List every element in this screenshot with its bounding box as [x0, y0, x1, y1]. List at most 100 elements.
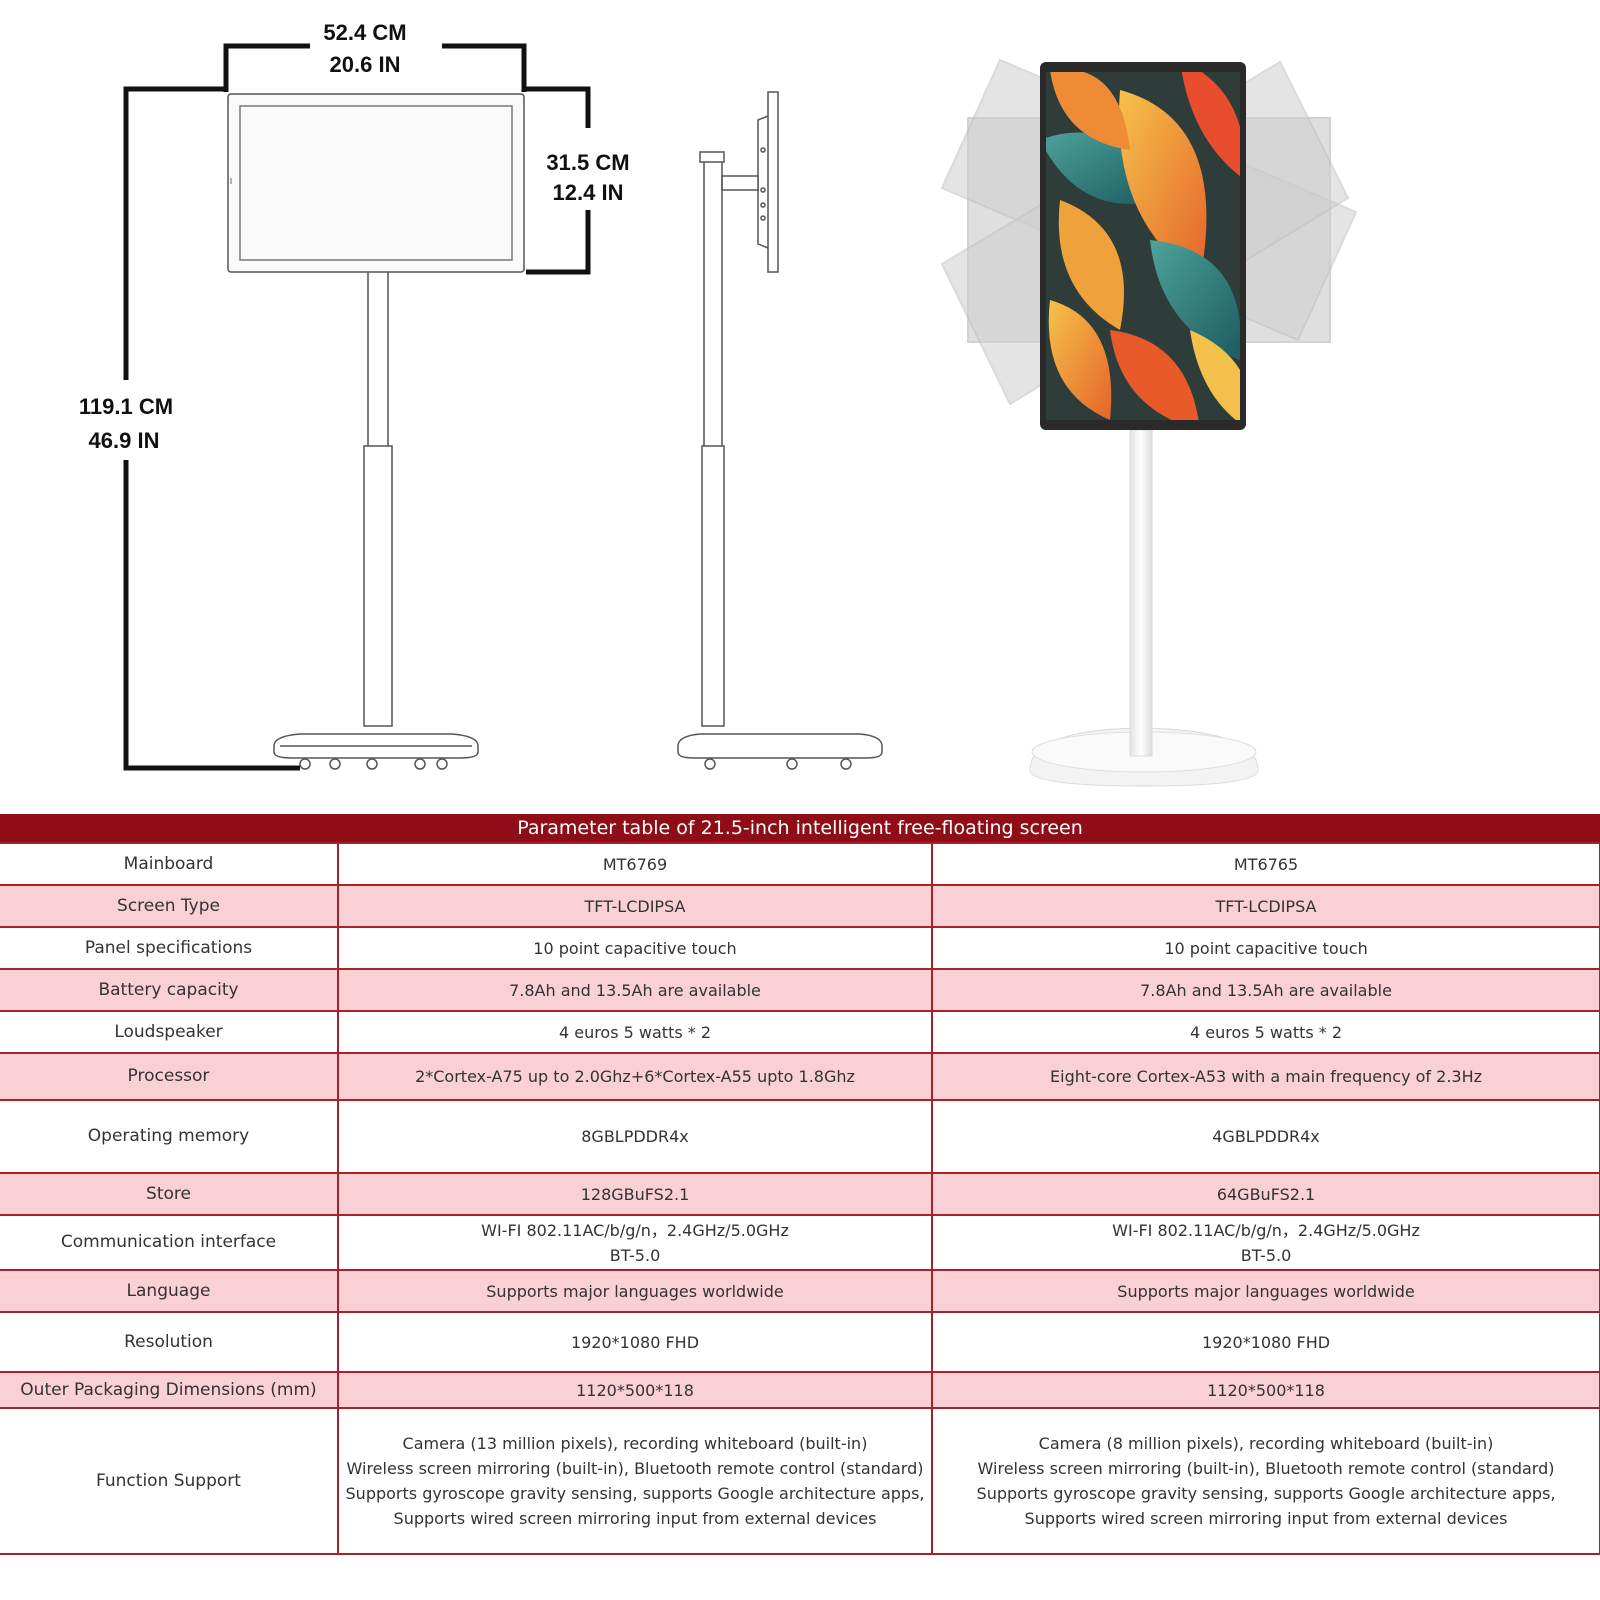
mt6769-value-cell: MT6769 [337, 842, 933, 886]
table-row: Screen Type TFT-LCDIPSA TFT-LCDIPSA [0, 884, 1600, 928]
row-label: Mainboard [0, 842, 339, 886]
cell-text-line: BT-5.0 [1240, 1245, 1292, 1265]
row-label: Screen Type [0, 884, 339, 928]
row-label: Store [0, 1172, 339, 1216]
mt6765-value-cell: Supports major languages worldwide [930, 1269, 1600, 1313]
row-label: Resolution [0, 1311, 339, 1373]
cell-text-line: TFT-LCDIPSA [1215, 896, 1317, 916]
mt6769-value-cell: 7.8Ah and 13.5Ah are available [337, 968, 933, 1012]
cell-text-line: Wireless screen mirroring (built-in), Bl… [346, 1459, 924, 1478]
mt6765-value-cell: 4 euros 5 watts * 2 [930, 1010, 1600, 1054]
cell-text-line: Supports major languages worldwide [1117, 1281, 1415, 1301]
mt6769-value-cell: 2*Cortex-A75 up to 2.0Ghz+6*Cortex-A55 u… [337, 1052, 933, 1101]
mt6769-value-cell: 128GBuFS2.1 [337, 1172, 933, 1216]
cell-text-line: Wireless screen mirroring (built-in), Bl… [977, 1459, 1555, 1478]
cell-text-line: MT6765 [1233, 854, 1299, 874]
mt6765-value-cell: 64GBuFS2.1 [930, 1172, 1600, 1216]
front-view-drawing [227, 93, 525, 770]
cell-text-line: Camera (8 million pixels), recording whi… [1038, 1434, 1494, 1453]
row-label: Language [0, 1269, 339, 1313]
mt6769-value-cell: 1920*1080 FHD [337, 1311, 933, 1373]
mt6769-value-cell: Camera (13 million pixels), recording wh… [337, 1407, 933, 1555]
mt6765-value-cell: 1920*1080 FHD [930, 1311, 1600, 1373]
mt6765-value-cell: Eight-core Cortex-A53 with a main freque… [930, 1052, 1600, 1101]
mt6769-value-cell: 4 euros 5 watts * 2 [337, 1010, 933, 1054]
mt6769-value-cell: TFT-LCDIPSA [337, 884, 933, 928]
table-row: Function Support Camera (13 million pixel… [0, 1407, 1600, 1555]
mt6769-value-cell: Supports major languages worldwide [337, 1269, 933, 1313]
cell-text-line: 1920*1080 FHD [1201, 1332, 1331, 1352]
cell-text-line: 8GBLPDDR4x [581, 1127, 689, 1146]
mt6769-value-cell: 1120*500*118 [337, 1371, 933, 1409]
table-row: Language Supports major languages worldwi… [0, 1269, 1600, 1313]
cell-text-line: Supports gyroscope gravity sensing, supp… [976, 1484, 1556, 1503]
cell-text-line: 10 point capacitive touch [1164, 938, 1368, 958]
table-title: Parameter table of 21.5-inch intelligent… [0, 814, 1600, 843]
cell-text-line: 64GBuFS2.1 [1216, 1184, 1316, 1204]
row-label: Loudspeaker [0, 1010, 339, 1054]
cell-text-line: 128GBuFS2.1 [580, 1184, 690, 1204]
cell-text-line: Supports wired screen mirroring input fr… [393, 1509, 877, 1528]
row-label: Panel specifications [0, 926, 339, 970]
total-height-in-label: 46.9 IN [89, 428, 160, 453]
dimension-lines [123, 43, 591, 771]
mt6765-value-cell: Camera (8 million pixels), recording whi… [930, 1407, 1600, 1555]
mt6769-value-cell: 8GBLPDDR4x [337, 1099, 933, 1174]
width-cm-label: 52.4 CM [323, 20, 406, 45]
cell-text-line: 7.8Ah and 13.5Ah are available [509, 980, 761, 1000]
row-label: Outer Packaging Dimensions (mm) [0, 1371, 339, 1409]
product-drawings: 52.4 CM 20.6 IN 31.5 CM 12.4 IN 119.1 CM… [79, 20, 1358, 787]
cell-text-line: Camera (13 million pixels), recording wh… [402, 1434, 868, 1453]
row-label: Operating memory [0, 1099, 339, 1174]
cell-text-line: Eight-core Cortex-A53 with a main freque… [1050, 1067, 1483, 1086]
screen-leaf-artwork [1046, 72, 1240, 420]
product-render [1029, 62, 1259, 787]
width-in-label: 20.6 IN [330, 52, 401, 77]
cell-text-line: Supports gyroscope gravity sensing, supp… [345, 1484, 925, 1503]
table-row: Store 128GBuFS2.1 64GBuFS2.1 [0, 1172, 1600, 1216]
cell-text-line: WI-FI 802.11AC/b/g/n，2.4GHz/5.0GHz [481, 1220, 789, 1240]
row-label: Battery capacity [0, 968, 339, 1012]
screen-height-cm-label: 31.5 CM [546, 150, 629, 175]
table-row: Battery capacity 7.8Ah and 13.5Ah are ava… [0, 968, 1600, 1012]
table-row: Loudspeaker 4 euros 5 watts * 2 4 euros 5 … [0, 1010, 1600, 1054]
table-row: Processor 2*Cortex-A75 up to 2.0Ghz+6*Cor… [0, 1052, 1600, 1101]
cell-text-line: Supports major languages worldwide [486, 1281, 784, 1301]
cell-text-line: 1120*500*118 [576, 1380, 694, 1400]
mt6769-value-cell: 10 point capacitive touch [337, 926, 933, 970]
cell-text-line: 1120*500*118 [1207, 1380, 1325, 1400]
row-label: Communication interface [0, 1214, 339, 1271]
mt6765-value-cell: 7.8Ah and 13.5Ah are available [930, 968, 1600, 1012]
cell-text-line: 2*Cortex-A75 up to 2.0Ghz+6*Cortex-A55 u… [415, 1067, 855, 1086]
mt6765-value-cell: 1120*500*118 [930, 1371, 1600, 1409]
total-height-cm-label: 119.1 CM [79, 394, 173, 419]
cell-text-line: 4 euros 5 watts * 2 [558, 1022, 712, 1042]
cell-text-line: MT6769 [602, 854, 668, 874]
cell-text-line: BT-5.0 [609, 1245, 661, 1265]
cell-text-line: 4 euros 5 watts * 2 [1189, 1022, 1343, 1042]
mt6765-value-cell: 4GBLPDDR4x [930, 1099, 1600, 1174]
cell-text-line: 10 point capacitive touch [533, 938, 737, 958]
row-label: Processor [0, 1052, 339, 1101]
cell-text-line: WI-FI 802.11AC/b/g/n，2.4GHz/5.0GHz [1112, 1220, 1420, 1240]
side-view-drawing [677, 91, 883, 770]
mt6765-value-cell: 10 point capacitive touch [930, 926, 1600, 970]
cell-text-line: 4GBLPDDR4x [1212, 1127, 1320, 1146]
table-row: Mainboard MT6769 MT6765 [0, 842, 1600, 886]
mt6765-value-cell: TFT-LCDIPSA [930, 884, 1600, 928]
screen-height-in-label: 12.4 IN [553, 180, 624, 205]
cell-text-line: 1920*1080 FHD [570, 1332, 700, 1352]
parameter-table: Parameter table of 21.5-inch intelligent… [0, 814, 1600, 1555]
cell-text-line: Supports wired screen mirroring input fr… [1024, 1509, 1508, 1528]
table-row: Resolution 1920*1080 FHD 1920*1080 FHD [0, 1311, 1600, 1373]
mt6765-value-cell: MT6765 [930, 842, 1600, 886]
cell-text-line: 7.8Ah and 13.5Ah are available [1140, 980, 1392, 1000]
row-label: Function Support [0, 1407, 339, 1555]
table-row: Operating memory 8GBLPDDR4x 4GBLPDDR4x [0, 1099, 1600, 1174]
cell-text-line: TFT-LCDIPSA [584, 896, 686, 916]
table-row: Panel specifications 10 point capacitive … [0, 926, 1600, 970]
